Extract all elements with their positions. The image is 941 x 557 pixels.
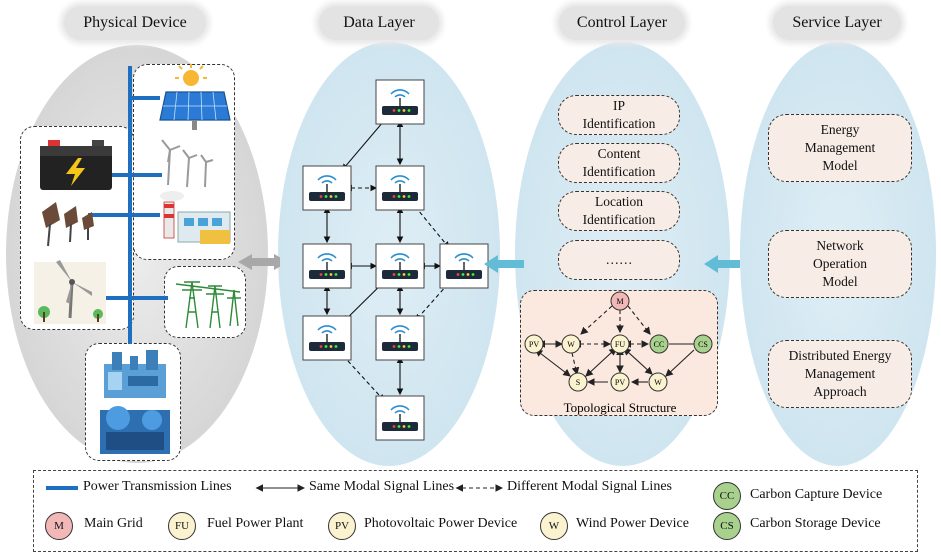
battery-icon xyxy=(40,140,112,190)
router-icon xyxy=(302,315,352,361)
factory-icon xyxy=(100,350,170,454)
svg-text:CS: CS xyxy=(698,340,708,349)
node-main-grid xyxy=(610,291,630,311)
layer-title-data: Data Layer xyxy=(319,6,439,40)
svg-text:CC: CC xyxy=(654,340,665,349)
power-plant-icon xyxy=(160,191,231,244)
control-item-more: …… xyxy=(558,240,680,280)
legend-power-lines: Power Transmission Lines xyxy=(83,479,232,494)
layer-title-service: Service Layer xyxy=(773,6,901,40)
svg-text:M: M xyxy=(616,297,623,306)
node-pv-left xyxy=(524,334,544,354)
node-fu xyxy=(610,334,630,354)
legend-w-label: Wind Power Device xyxy=(576,516,689,531)
different-modal-link xyxy=(415,279,452,321)
thermal-collector-icon xyxy=(42,202,94,247)
node-w-bottom xyxy=(648,372,668,392)
legend-cc-label: Carbon Capture Device xyxy=(750,487,883,502)
legend-line-samples xyxy=(46,484,504,492)
node-pv-bottom xyxy=(610,372,630,392)
topology-caption: Topological Structure xyxy=(564,400,677,415)
node-s xyxy=(568,372,588,392)
data-layer-network xyxy=(302,79,489,441)
router-icon xyxy=(375,79,425,125)
router-icon xyxy=(375,315,425,361)
svg-text:FU: FU xyxy=(615,340,625,349)
svg-text:W: W xyxy=(654,378,662,387)
different-modal-link xyxy=(339,351,385,402)
svg-text:PV: PV xyxy=(529,340,539,349)
service-item-network: Network Operation Model xyxy=(768,230,912,298)
solar-panel-icon xyxy=(159,64,231,130)
legend-w-symbol: W xyxy=(540,512,568,540)
svg-text:S: S xyxy=(576,378,580,387)
legend-cs-symbol: CS xyxy=(713,512,741,540)
legend-cs-label: Carbon Storage Device xyxy=(750,516,881,531)
wind-turbine-icon xyxy=(161,139,214,188)
topology-nodes: M PV W FU CC CS S PV W xyxy=(524,291,713,392)
router-icon xyxy=(375,165,425,211)
service-item-energy: Energy Management Model xyxy=(768,114,912,182)
control-to-data-arrow xyxy=(484,255,524,273)
wind-farm-icon xyxy=(34,260,106,324)
same-modal-link xyxy=(341,116,389,171)
layer-title-control: Control Layer xyxy=(559,6,685,40)
router-icon xyxy=(375,243,425,289)
legend-fu-symbol: FU xyxy=(168,512,196,540)
control-item-ip: IP Identification xyxy=(558,95,680,135)
legend-m-label: Main Grid xyxy=(84,516,143,531)
layer-arrows xyxy=(484,255,740,273)
control-item-content: Content Identification xyxy=(558,143,680,183)
router-icon xyxy=(375,395,425,441)
node-cs xyxy=(693,334,713,354)
legend xyxy=(33,470,918,552)
legend-pv-symbol: PV xyxy=(328,512,356,540)
legend-different-modal: Different Modal Signal Lines xyxy=(507,479,672,494)
router-icon xyxy=(302,243,352,289)
transmission-tower-icon xyxy=(175,281,241,329)
layer-title-physical: Physical Device xyxy=(64,6,206,40)
svg-text:PV: PV xyxy=(615,378,625,387)
tower-box xyxy=(164,266,246,338)
legend-pv-label: Photovoltaic Power Device xyxy=(364,516,518,531)
router-icon xyxy=(302,165,352,211)
physical-layer-graphics xyxy=(34,64,280,454)
node-cc xyxy=(649,334,669,354)
legend-cc-symbol: CC xyxy=(713,482,741,510)
service-item-distributed: Distributed Energy Management Approach xyxy=(768,340,912,408)
physical-data-arrow xyxy=(238,254,280,270)
legend-m-symbol: M xyxy=(45,512,73,540)
control-item-location: Location Identification xyxy=(558,191,680,231)
same-modal-link xyxy=(343,278,387,322)
svg-text:W: W xyxy=(567,340,575,349)
different-modal-link xyxy=(411,202,450,249)
node-w-left xyxy=(561,334,581,354)
legend-fu-label: Fuel Power Plant xyxy=(207,516,304,531)
topology-graph: M PV W FU CC CS S PV W Topological Struc… xyxy=(524,291,713,415)
legend-same-modal: Same Modal Signal Lines xyxy=(309,479,455,494)
service-to-control-arrow xyxy=(704,255,740,273)
